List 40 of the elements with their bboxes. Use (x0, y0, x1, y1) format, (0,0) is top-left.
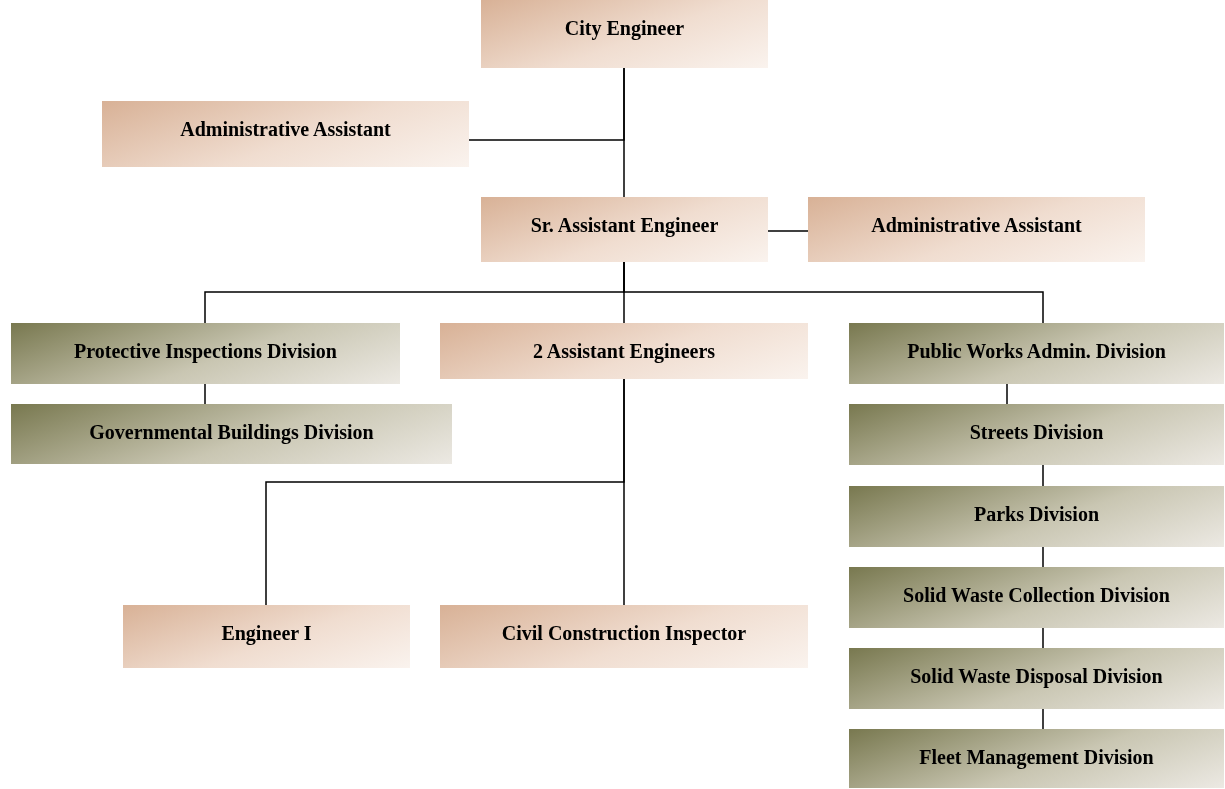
position-title: Streets Division (969, 421, 1104, 443)
org-box (849, 648, 1224, 709)
org-box (440, 323, 808, 379)
org-box (102, 101, 469, 167)
org-box (123, 605, 410, 668)
org-box (11, 404, 452, 464)
position-title: Governmental Buildings Division (89, 421, 374, 443)
position-title: City Engineer (564, 17, 685, 39)
position-title: Civil Construction Inspector (501, 622, 747, 644)
org-box (481, 0, 768, 68)
connector-line (1006, 383, 1008, 405)
position-title: Administrative Assistant (871, 214, 1082, 236)
position-title: Administrative Assistant (180, 118, 391, 140)
position-title: 2 Assistant Engineers (532, 340, 716, 362)
org-box (849, 486, 1224, 547)
org-box (481, 197, 768, 262)
connector-line (204, 383, 206, 405)
org-box (11, 323, 400, 384)
org-box (440, 605, 808, 668)
connector-line (468, 67, 625, 141)
connector-line (1042, 546, 1044, 568)
position-title: Parks Division (974, 503, 1099, 525)
position-title: Solid Waste Collection Division (903, 584, 1170, 606)
org-box (849, 404, 1224, 465)
connector-line (1042, 708, 1044, 730)
connector-line (1042, 627, 1044, 649)
position-title: Protective Inspections Division (74, 340, 337, 362)
position-title: Public Works Admin. Division (907, 340, 1166, 362)
position-title: Sr. Assistant Engineer (530, 214, 719, 236)
connector-line (623, 261, 1044, 324)
org-box (849, 567, 1224, 628)
connector-line (623, 378, 625, 606)
position-title: Engineer I (221, 622, 312, 644)
position-title: Solid Waste Disposal Division (910, 665, 1163, 687)
connector-line (767, 230, 809, 232)
connector-line (1042, 464, 1044, 487)
org-box (849, 323, 1224, 384)
position-title: Fleet Management Division (919, 746, 1154, 768)
org-box (808, 197, 1145, 262)
org-box (849, 729, 1224, 788)
